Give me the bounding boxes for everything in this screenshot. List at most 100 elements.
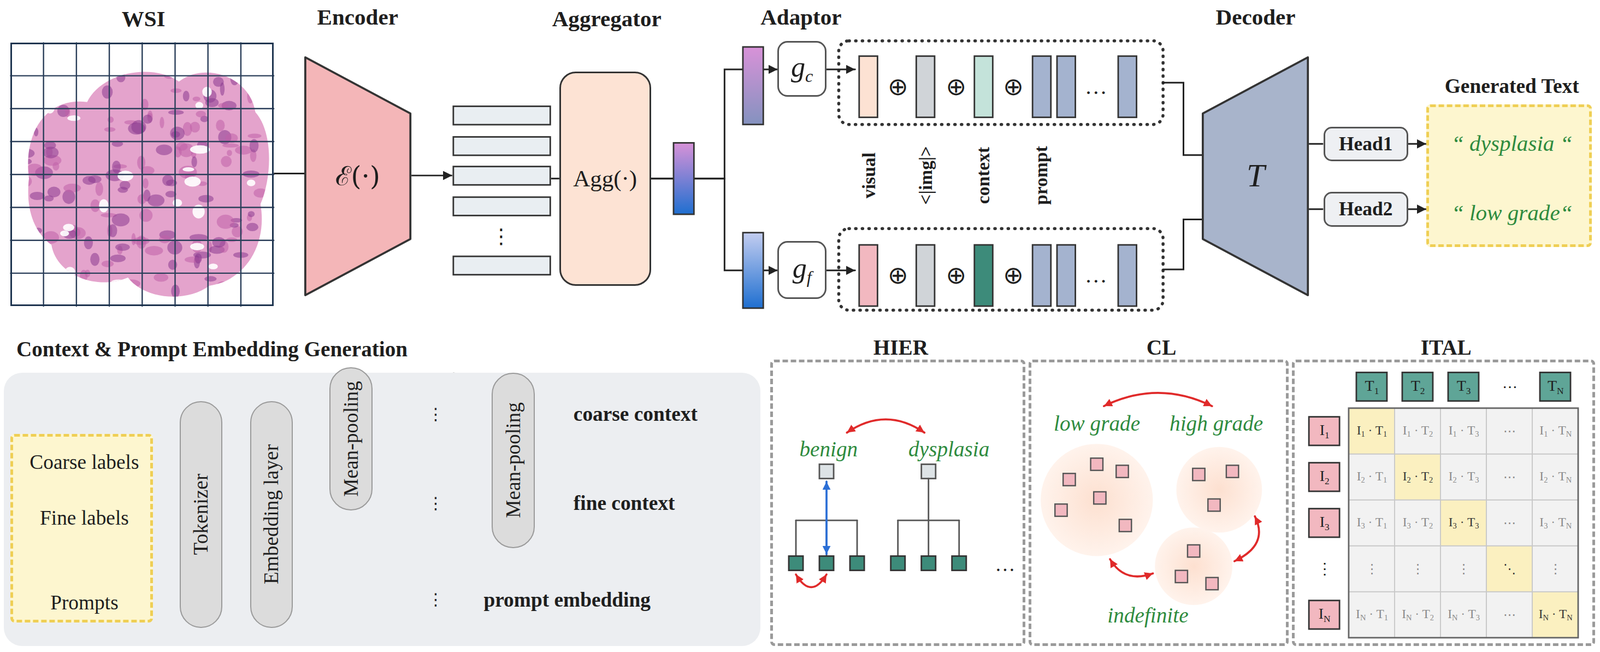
ellipsis: ⋮ — [427, 493, 445, 512]
subscript: 3 — [1474, 475, 1479, 484]
trapezoid — [305, 57, 411, 295]
matrix-cell: IN · TN — [1538, 606, 1573, 623]
subscript: 2 — [1420, 385, 1426, 397]
patch-feature — [452, 166, 550, 185]
tissue-lumen — [117, 170, 134, 181]
matrix-cell: ⋮ — [1549, 562, 1562, 577]
subscript: 1 — [1383, 429, 1387, 439]
connector — [1308, 208, 1324, 210]
tissue-texture — [101, 260, 115, 268]
connector-line — [1162, 219, 1204, 269]
arrow-line — [826, 68, 855, 70]
tissue-texture — [192, 96, 201, 102]
matrix-cell: I2 · T3 — [1448, 469, 1480, 485]
tissue-texture — [194, 252, 202, 264]
tissue-texture — [63, 183, 81, 193]
class-cluster — [1176, 446, 1262, 533]
tissue-texture — [217, 103, 229, 109]
similarity-cell — [1532, 545, 1579, 592]
matrix-cell: I1 · T3 — [1448, 423, 1480, 439]
tissue-texture — [33, 127, 39, 137]
similarity-cell — [1348, 545, 1395, 592]
class-cluster — [1040, 443, 1153, 556]
patch-grid-line — [240, 42, 242, 306]
tissue-texture — [182, 90, 190, 102]
tissue-texture — [234, 145, 252, 155]
tissue-texture — [22, 175, 32, 187]
adaptor-box: gc — [777, 40, 827, 98]
tissue-lumen — [62, 223, 75, 232]
tissue-texture — [84, 236, 93, 250]
text-token-box — [1539, 372, 1571, 401]
connector — [411, 174, 453, 177]
connector — [273, 172, 305, 175]
output-label: fine context — [573, 491, 676, 515]
tissue-lumen — [208, 263, 218, 270]
token-type-label: visual — [858, 152, 879, 199]
tissue-lumen — [60, 230, 69, 237]
fine-feature-bar — [742, 232, 764, 309]
tissue-texture — [142, 114, 153, 125]
matrix-cell: I3 · T2 — [1402, 515, 1434, 531]
tissue-texture — [251, 267, 267, 276]
tissue-lumen — [64, 266, 76, 278]
tissue-lumen — [45, 102, 55, 114]
similarity-cell — [1440, 408, 1487, 454]
tissue-texture — [234, 68, 249, 74]
tissue-texture — [87, 175, 102, 183]
panel-title: HIER — [873, 335, 929, 360]
tissue-texture — [261, 273, 270, 281]
matrix-cell: ⋮ — [1365, 562, 1379, 577]
contrast-arrow — [846, 418, 925, 433]
similarity-cell — [1394, 499, 1441, 546]
subscript: 3 — [1466, 385, 1472, 397]
token-embedding — [974, 244, 994, 306]
matrix-header: I3 — [1319, 514, 1330, 533]
tissue-texture — [247, 133, 262, 138]
subscript: 3 — [1474, 429, 1479, 439]
subscript: N — [1406, 613, 1412, 623]
matrix-cell: ⋮ — [1457, 562, 1470, 577]
tissue-lumen — [246, 179, 256, 186]
tissue-texture — [155, 144, 173, 156]
similarity-cell — [1394, 545, 1441, 592]
embedding-pill: Embedding layer — [250, 400, 293, 628]
token-embedding — [916, 56, 935, 118]
tissue-texture — [110, 254, 126, 263]
tissue-texture — [52, 80, 66, 95]
module-label: Embedding layer — [260, 444, 283, 584]
module-label: Mean-pooling — [502, 402, 525, 519]
matrix-cell: I3 · T1 — [1356, 515, 1388, 531]
subscript: 2 — [1407, 475, 1411, 484]
patch-grid-line — [10, 239, 274, 241]
subscript: 1 — [1324, 429, 1330, 441]
tissue-texture — [115, 243, 131, 251]
similarity-cell — [1394, 591, 1441, 638]
matrix-cell: I3 · T3 — [1448, 515, 1480, 531]
tissue-texture — [53, 84, 59, 98]
section-title: Aggregator — [552, 6, 662, 32]
input-label: Fine labels — [39, 506, 129, 530]
tissue-texture — [218, 58, 226, 69]
label-input-box: Coarse labelsFine labelsPrompts — [10, 433, 154, 623]
fine-node — [921, 556, 936, 571]
decoder-trapezoid: DecoderT — [1201, 56, 1309, 297]
similarity-cell — [1348, 408, 1395, 454]
tissue-texture — [168, 109, 184, 115]
wsi-background — [10, 42, 274, 306]
tissue-texture — [22, 158, 32, 164]
fine-node — [819, 556, 834, 571]
tissue-texture — [111, 213, 131, 227]
tissue-texture — [43, 146, 59, 159]
subscript: f — [806, 267, 812, 287]
class-label: low grade — [1053, 411, 1141, 436]
ellipsis: … — [1084, 74, 1108, 99]
patch-grid-line — [174, 42, 176, 306]
connector-line — [1162, 82, 1204, 156]
head-label: Head2 — [1338, 198, 1393, 220]
connector — [1407, 208, 1427, 210]
sample-square — [1116, 464, 1129, 477]
tissue-section — [10, 42, 274, 306]
matrix-cell: ⋯ — [1503, 423, 1516, 439]
tissue-texture — [60, 292, 74, 305]
